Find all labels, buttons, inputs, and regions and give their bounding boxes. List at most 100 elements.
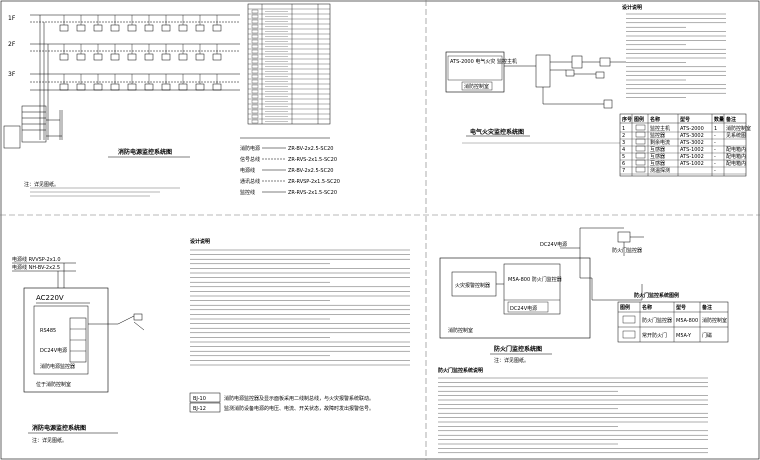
- power-notes-footer: 注：详见图纸。: [24, 181, 59, 188]
- bottom-left-power-supply: 电源线 RVVSP-2x1.0 电源线 NH-BV-2x2.5 AC220V R…: [12, 256, 145, 444]
- cable-legend-spec: ZR-RVS-2x1.5-SC20: [288, 157, 337, 163]
- equipment-table-cell: -: [714, 147, 716, 153]
- fire-door-table-header: 图例: [620, 304, 630, 311]
- monitor-unit: [178, 53, 188, 61]
- top-left-riser-diagram: 1F 2F 3F 消防电源监: [3, 14, 240, 197]
- cable-legend-label: 通讯总线: [240, 178, 260, 185]
- monitor-unit: [178, 24, 188, 32]
- code-box-text: 监测消防设备电源的电压、电流、开关状态，故障时发出报警信号。: [224, 405, 374, 412]
- cable-legend: 消防电源 ZR-BV-2x2.5-SC20 信号总线 ZR-RVS-2x1.5-SC2…: [240, 137, 340, 196]
- fire-door-table-cell: 常开防火门: [642, 332, 667, 339]
- network-system-title: 电气火灾监控系统图: [470, 128, 524, 136]
- top-right-network-diagram: ATS-2000 电气火灾 监控主机 消防控制室 电气火灾监控系统图: [445, 51, 626, 144]
- equipment-table-cell: 配电箱内: [726, 153, 746, 160]
- fire-door-dc-label: DC24V电源: [510, 305, 537, 312]
- monitor-unit: [144, 24, 154, 32]
- fire-control-room-box: [439, 257, 591, 339]
- fire-door-system-title: 防火门监控系统图: [494, 345, 542, 353]
- code-box: [189, 402, 221, 413]
- cable-legend-label: 电源线: [240, 167, 255, 174]
- equipment-table-cell: ATS-2000: [680, 126, 704, 132]
- equipment-table-cell: -: [714, 133, 716, 139]
- fire-door-module-label: DC24V电源: [540, 241, 567, 248]
- cable-legend-spec: ZR-BV-2x2.5-SC20: [288, 168, 333, 174]
- equipment-table-cell: 互感器: [650, 153, 665, 160]
- equipment-table-cell: -: [714, 161, 716, 167]
- fire-door-note-line: 注：详见图纸。: [494, 357, 529, 364]
- monitor-unit: [161, 83, 171, 91]
- fire-door-notes-heading: 防火门监控系统说明: [438, 367, 483, 374]
- monitor-unit: [59, 24, 69, 32]
- top-right-notes: 设计说明: [622, 4, 726, 98]
- host-label: 消防电源监控器: [40, 363, 75, 370]
- equipment-table-cell: 7: [622, 168, 625, 174]
- equipment-table-cell: -: [714, 154, 716, 160]
- voltage-label: AC220V: [36, 294, 64, 302]
- fire-door-table-cell: 消防控制室: [702, 317, 727, 324]
- equipment-table-header: 图例: [634, 116, 644, 123]
- cable-legend-label: 消防电源: [240, 145, 260, 152]
- cable-legend-label: 监控线: [240, 189, 255, 196]
- equipment-table-cell: 测温探测: [650, 167, 670, 174]
- monitor-unit: [110, 24, 120, 32]
- equipment-table-cell: 配电箱内: [726, 146, 746, 153]
- cable-legend-label: 信号总线: [240, 156, 260, 163]
- equipment-table-cell: 5: [622, 154, 625, 160]
- monitor-unit: [195, 24, 205, 32]
- fire-door-symbol: [622, 330, 636, 339]
- monitor-unit: [212, 83, 222, 91]
- equipment-table-cell: 2: [622, 133, 625, 139]
- cable-b-label: 电源线 NH-BV-2x2.5: [12, 264, 60, 271]
- equipment-symbol: [635, 138, 646, 145]
- equipment-table-cell: 监控器: [650, 132, 665, 139]
- fire-door-table-header: 备注: [701, 304, 712, 311]
- equipment-symbol: [635, 152, 646, 159]
- equipment-table-cell: 消防控制室: [726, 125, 751, 132]
- notes-heading-top-right: 设计说明: [622, 4, 642, 11]
- equipment-table-cell: ATS-1002: [680, 161, 704, 167]
- equipment-table-cell: 互感器: [650, 146, 665, 153]
- fire-notes-footer: 注：详见图纸。: [32, 437, 67, 444]
- monitor-unit: [76, 83, 86, 91]
- equipment-symbol: [635, 166, 646, 173]
- monitor-unit: [93, 53, 103, 61]
- fire-door-host-label: M5A-800 防火门监控器: [508, 276, 562, 283]
- code-box: [189, 392, 221, 403]
- fire-door-table-header: 名称: [642, 304, 652, 311]
- fire-power-system-title: 消防电源监控系统图: [118, 148, 172, 156]
- equipment-table-cell: ATS-3002: [680, 133, 704, 139]
- monitor-unit: [178, 83, 188, 91]
- monitor-unit: [127, 24, 137, 32]
- equipment-table-cell: -: [714, 168, 716, 174]
- equipment-table-cell: 监控主机: [650, 125, 670, 132]
- fire-door-table-header: 型号: [676, 304, 686, 311]
- fire-door-table-cell: M5A-Y: [676, 333, 692, 339]
- monitor-unit: [127, 83, 137, 91]
- equipment-table-cell: 4: [622, 147, 625, 153]
- monitor-unit: [127, 53, 137, 61]
- monitor-unit: [110, 53, 120, 61]
- fire-door-left-label: 火灾报警控制器: [455, 282, 490, 289]
- equipment-symbol: [635, 124, 646, 131]
- equipment-symbol: [635, 159, 646, 166]
- equipment-table-cell: 见系统图: [726, 132, 746, 139]
- equipment-table-cell: ATS-1002: [680, 154, 704, 160]
- equipment-table-cell: 3: [622, 140, 625, 146]
- monitor-unit: [76, 24, 86, 32]
- fire-door-table-cell: 防火门监控器: [642, 317, 672, 324]
- power-panel-box: [23, 287, 109, 393]
- dc24v-label: DC24V电源: [40, 347, 67, 354]
- cable-legend-spec: ZR-RVSP-2x1.5-SC20: [288, 179, 340, 185]
- fire-door-symbol: [622, 315, 636, 324]
- equipment-table-cell: 1: [622, 126, 625, 132]
- equipment-table-cell: -: [714, 140, 716, 146]
- equipment-table-cell: ATS-3002: [680, 140, 704, 146]
- equipment-table-cell: 6: [622, 161, 625, 167]
- equipment-table-header: 备注: [725, 116, 736, 123]
- cable-legend-spec: ZR-BV-2x2.5-SC20: [288, 146, 333, 152]
- monitor-unit: [144, 53, 154, 61]
- equipment-table-header: 数量: [714, 116, 724, 123]
